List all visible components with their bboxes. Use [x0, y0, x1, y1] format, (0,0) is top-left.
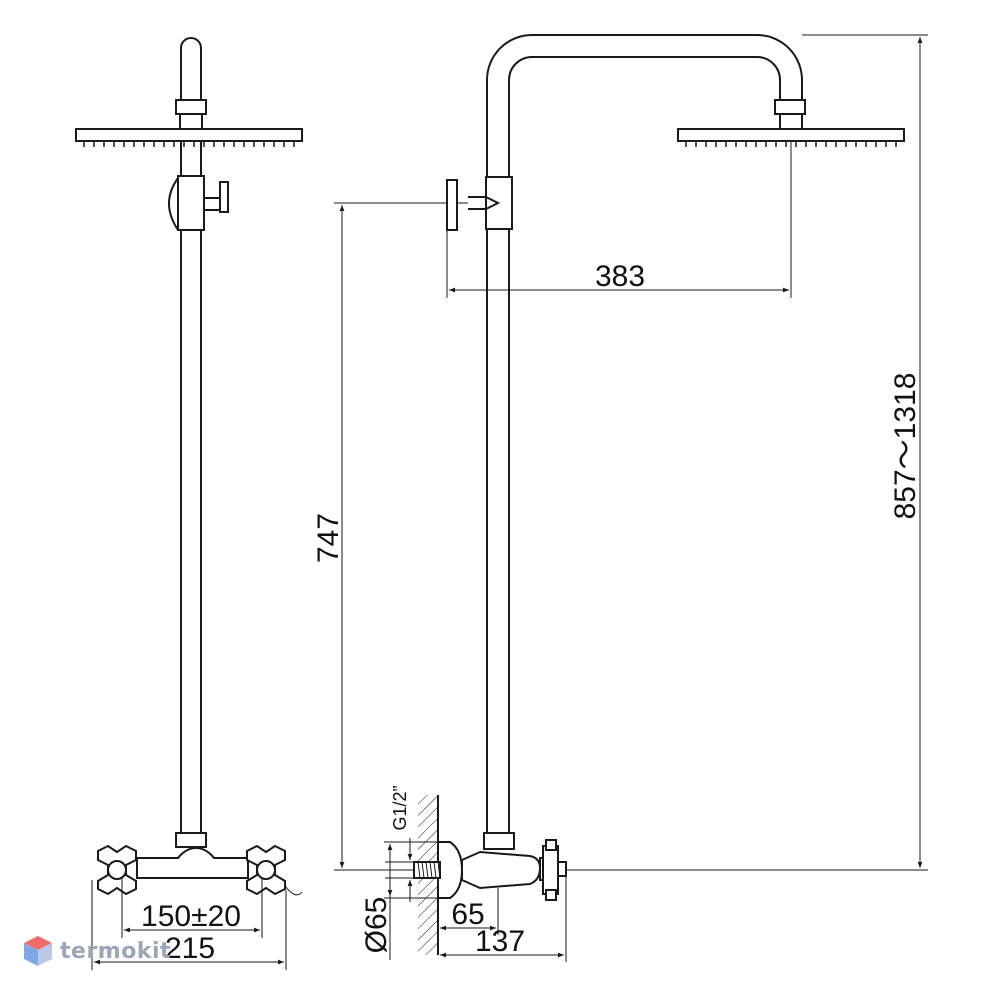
dim-diameter-label: Ø65 — [360, 897, 393, 954]
front-diverter-lever — [219, 181, 229, 213]
front-hose-outlet — [284, 885, 303, 896]
side-shower-nozzles — [685, 141, 897, 147]
side-cross-handle — [539, 839, 567, 901]
dim-137-label: 137 — [475, 925, 525, 958]
side-head-nut — [774, 99, 806, 115]
front-top-pipe — [180, 37, 202, 102]
thread-line — [421, 861, 425, 879]
side-arm-outer — [486, 34, 803, 177]
dim-65-label: 65 — [451, 898, 484, 931]
dim-thread-label: G1/2” — [390, 785, 410, 830]
front-right-handle — [246, 844, 286, 896]
dim-spacing-label: 150±20 — [141, 900, 241, 933]
side-diverter-arrow — [468, 196, 501, 210]
side-wall-flange — [437, 841, 464, 899]
dim-range-label: 857～1318 — [889, 373, 922, 520]
front-shower-head — [75, 128, 303, 142]
front-top-nut — [175, 99, 207, 115]
side-mixer-body — [461, 850, 542, 890]
thread-line — [425, 861, 429, 879]
front-top-connector — [179, 113, 203, 130]
watermark-brand: termokit — [60, 938, 172, 964]
cube-logo-icon — [24, 936, 52, 966]
front-mixer-body — [136, 846, 249, 879]
side-thread-lines — [417, 861, 441, 879]
side-arm-inner — [508, 56, 781, 177]
front-view: 150±20 215 — [75, 37, 303, 970]
dim-width-label: 215 — [165, 932, 215, 965]
front-mixer-top-collar — [175, 832, 207, 848]
thread-line — [433, 861, 437, 879]
dim-383-label: 383 — [595, 260, 645, 293]
thread-line — [437, 861, 441, 879]
side-shower-head — [677, 128, 905, 142]
front-diverter-body — [177, 175, 205, 231]
front-left-handle — [97, 844, 137, 896]
front-shower-nozzles — [83, 141, 295, 147]
side-diverter-knob — [446, 179, 458, 231]
side-pipe-collar — [483, 832, 515, 850]
dim-747-label: 747 — [312, 513, 345, 563]
front-diverter-wall-plate — [168, 177, 179, 231]
side-head-connector — [779, 113, 803, 130]
thread-line — [429, 861, 433, 879]
watermark: termokit — [22, 934, 171, 968]
thread-line — [417, 861, 421, 879]
side-view: 383 747 857～1318 G1/2” Ø65 65 137 — [312, 34, 928, 962]
